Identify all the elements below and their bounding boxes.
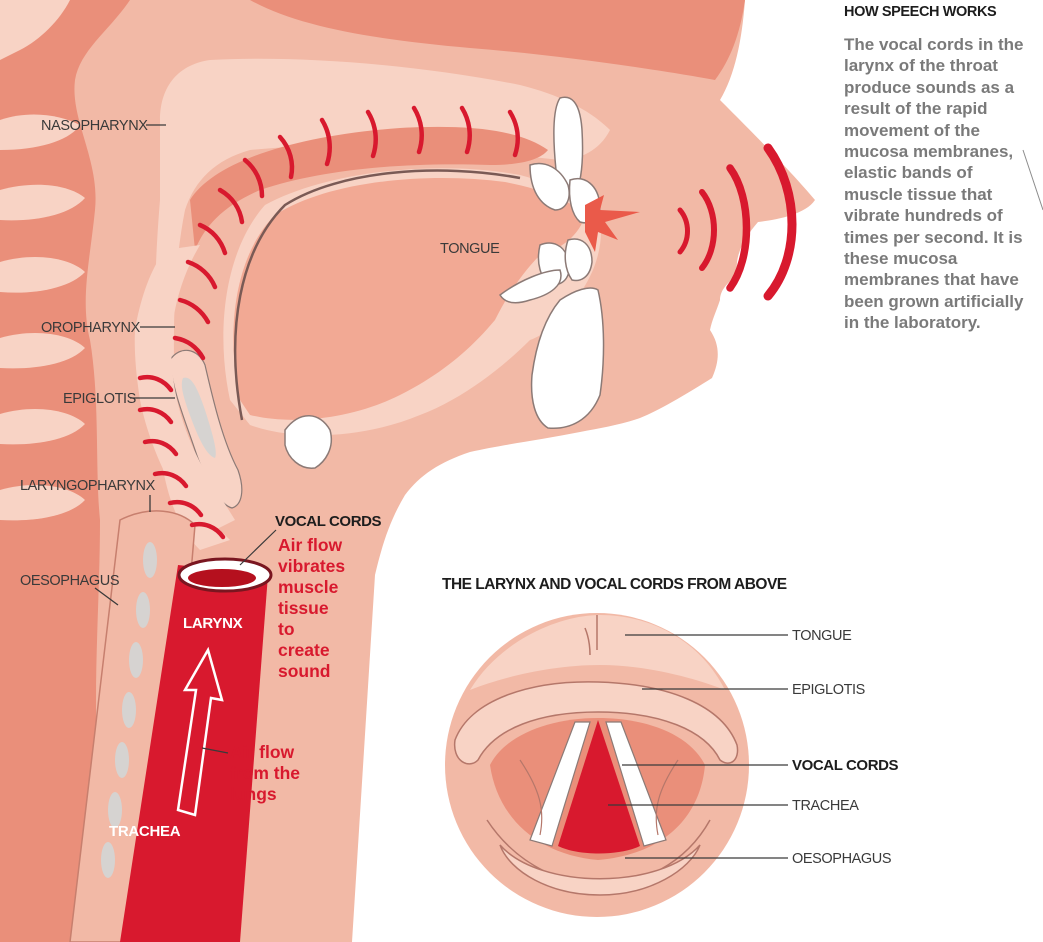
inset-label-oesophagus: OESOPHAGUS: [792, 851, 891, 867]
inset-label-tongue: TONGUE: [792, 628, 852, 644]
label-trachea: TRACHEA: [109, 823, 181, 840]
inset-label-vocal-cords: VOCAL CORDS: [792, 757, 899, 774]
inset-label-trachea: TRACHEA: [792, 798, 859, 814]
label-oesophagus: OESOPHAGUS: [20, 573, 119, 589]
note-lungs-line-2: from the: [230, 763, 300, 783]
note-vibrates-line-5: to: [278, 619, 295, 639]
label-epiglotis: EPIGLOTIS: [63, 391, 136, 407]
note-vibrates-line-3: muscle: [278, 577, 339, 597]
label-laryngopharynx: LARYNGOPHARYNX: [20, 478, 156, 494]
note-vibrates-line-4: tissue: [278, 598, 329, 618]
note-vibrates-line-6: create: [278, 640, 330, 660]
inset-title: THE LARYNX AND VOCAL CORDS FROM ABOVE: [442, 576, 787, 593]
label-tongue: TONGUE: [440, 241, 500, 257]
label-nasopharynx: NASOPHARYNX: [41, 118, 148, 134]
note-vibrates-line-1: Air flow: [278, 535, 343, 555]
note-vibrates-line-7: sound: [278, 661, 331, 681]
label-oropharynx: OROPHARYNX: [41, 320, 141, 336]
note-lungs-line-3: lungs: [230, 784, 277, 804]
side-panel: HOW SPEECH WORKS The vocal cords in the …: [844, 4, 1034, 334]
side-panel-title: HOW SPEECH WORKS: [844, 4, 1034, 20]
note-lungs-line-1: Air flow: [230, 742, 295, 762]
label-larynx: LARYNX: [183, 615, 243, 632]
note-vibrates-line-2: vibrates: [278, 556, 345, 576]
larynx-inner: [188, 569, 256, 587]
side-panel-body: The vocal cords in the larynx of the thr…: [844, 34, 1034, 334]
inset-larynx-from-above: THE LARYNX AND VOCAL CORDS FROM ABOVE TO…: [442, 576, 899, 917]
label-vocal-cords: VOCAL CORDS: [275, 513, 382, 530]
inset-label-epiglotis: EPIGLOTIS: [792, 682, 865, 698]
